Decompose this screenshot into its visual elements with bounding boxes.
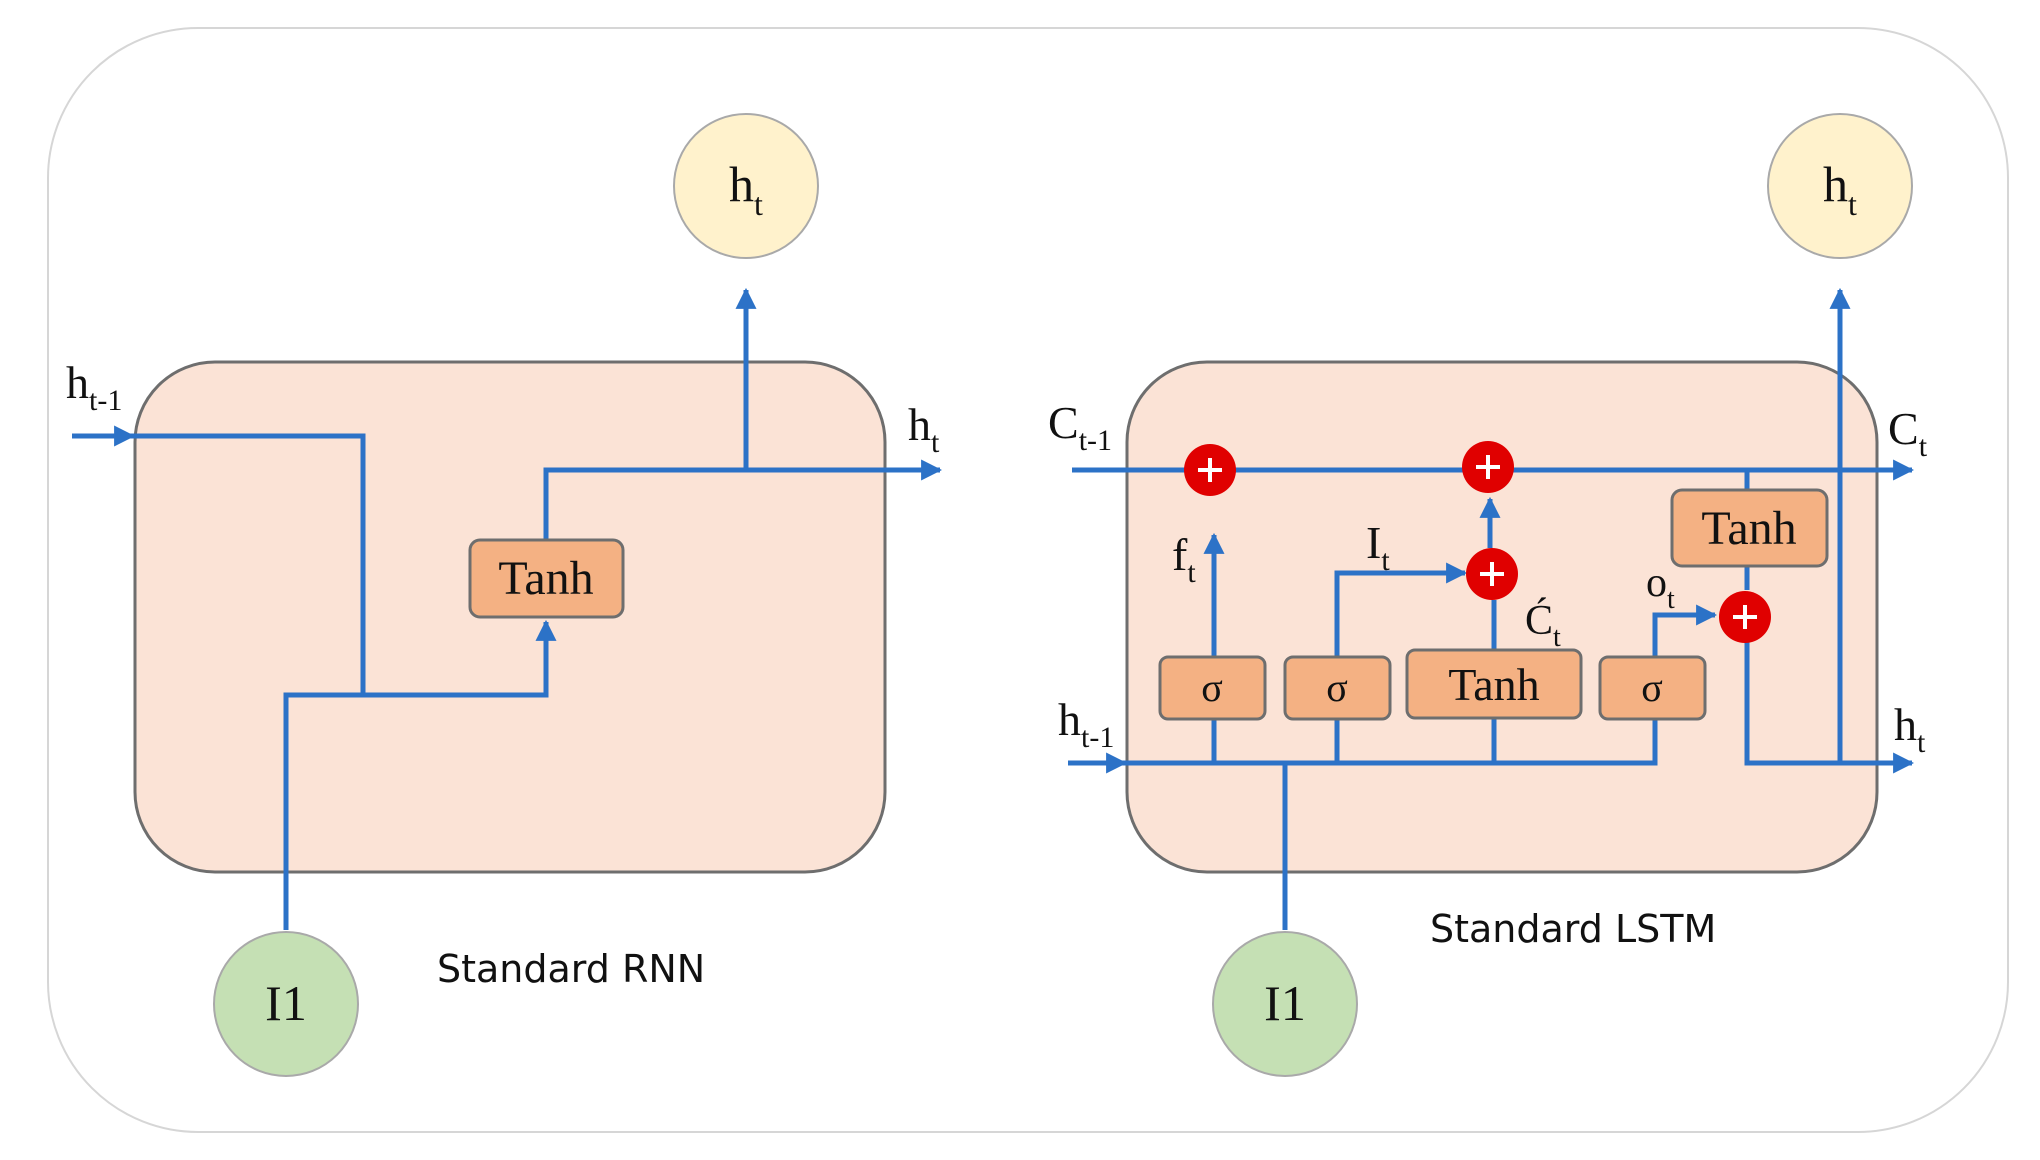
lstm-hprev-label: ht-1	[1058, 694, 1114, 754]
rnn-input-label: I1	[265, 975, 307, 1031]
lstm-output-tanh-label: Tanh	[1701, 502, 1796, 555]
lstm-input-label: I1	[1264, 975, 1306, 1031]
rnn-caption: Standard RNN	[437, 947, 705, 991]
lstm-forget-operator	[1184, 444, 1236, 496]
lstm-caption: Standard LSTM	[1430, 907, 1716, 951]
lstm-output-node	[1767, 113, 1913, 259]
rnn-tanh-label: Tanh	[498, 552, 593, 605]
lstm-output-gate-label: ot	[1646, 560, 1675, 615]
lstm-forget-label: ft	[1172, 529, 1196, 589]
rnn-tanh-out-path	[543, 459, 943, 540]
rnn-hprev-path	[133, 433, 366, 695]
rnn-section: Tanh ht I1 ht-1 ht Standard RNN	[66, 113, 943, 1077]
lstm-candidate-tanh-label: Tanh	[1448, 659, 1539, 710]
lstm-cprev-label: Ct-1	[1048, 397, 1112, 457]
lstm-hout-path	[1744, 640, 1915, 774]
rnn-input-node	[213, 931, 359, 1077]
lstm-input-gate-label: It	[1366, 517, 1390, 577]
rnn-output-node-label: ht	[729, 156, 763, 222]
lstm-output-tanh-gate	[1670, 488, 1829, 568]
lstm-input-mult-operator	[1466, 548, 1518, 600]
lstm-cout-label: Ct	[1888, 403, 1928, 463]
lstm-output-sigma-label: σ	[1641, 665, 1663, 710]
rnn-hprev-label: ht-1	[66, 357, 122, 417]
lstm-input-sigma-gate	[1283, 655, 1392, 721]
lstm-section: σ σ Tanh σ Tanh	[1048, 113, 1928, 1077]
rnn-input-path	[283, 619, 557, 930]
lstm-cell-add-operator	[1462, 441, 1514, 493]
lstm-candidate-label: Ćt	[1525, 597, 1561, 653]
lstm-output-sigma-gate	[1598, 655, 1707, 721]
rnn-output-node	[673, 113, 819, 259]
lstm-forget-sigma-gate	[1158, 655, 1267, 721]
lstm-input-sigma-label: σ	[1326, 665, 1348, 710]
lstm-input-node	[1212, 931, 1358, 1077]
lstm-hout-label: ht	[1894, 699, 1926, 759]
lstm-forget-sigma-label: σ	[1201, 665, 1223, 710]
lstm-output-mult-operator	[1719, 591, 1771, 643]
lstm-candidate-tanh-gate	[1405, 648, 1583, 720]
rnn-tanh-gate	[468, 538, 625, 619]
lstm-output-node-label: ht	[1823, 156, 1857, 222]
rnn-hout-label: ht	[908, 399, 940, 459]
